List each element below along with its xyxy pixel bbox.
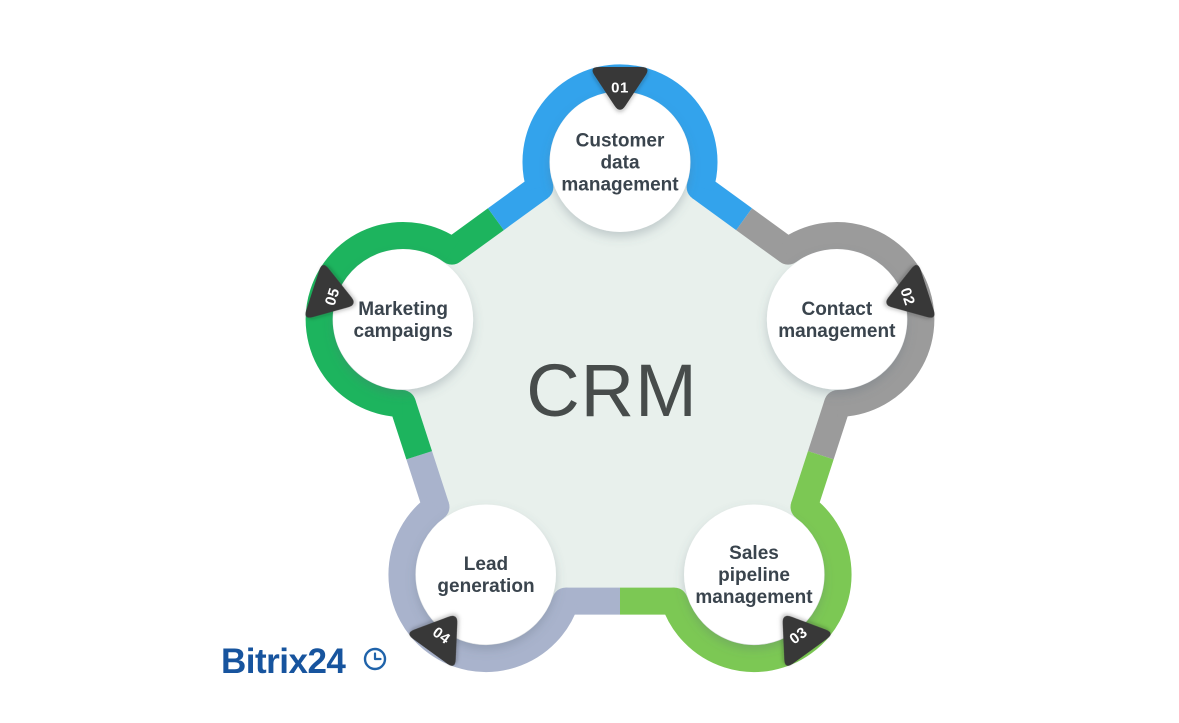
node-label-line: Lead <box>464 554 508 575</box>
badge-shape-05 <box>305 265 354 318</box>
node-label-line: data <box>600 153 640 174</box>
connector-half-04 <box>406 451 449 512</box>
node-label-line: Marketing <box>358 299 448 320</box>
node-circle-04 <box>415 504 556 645</box>
connector-half-01 <box>487 176 548 231</box>
node-label-line: campaigns <box>354 321 453 342</box>
badge-number-05: 05 <box>322 286 344 308</box>
badge-05 <box>305 265 354 318</box>
connector-half-05 <box>389 399 433 460</box>
node-label-line: Sales <box>729 543 779 564</box>
node-label-line: management <box>561 175 679 196</box>
connector-half-03 <box>791 451 834 512</box>
node-label-line: generation <box>437 576 534 597</box>
node-circle-02 <box>766 249 907 390</box>
center-title: CRM <box>526 349 698 432</box>
badge-shape-03 <box>782 615 831 666</box>
pentagon-fill <box>371 129 869 602</box>
clock-icon-face <box>363 647 387 671</box>
text-layer: CRM Bitrix24 <box>221 349 698 681</box>
badge-01 <box>592 67 648 110</box>
badge-04 <box>409 615 458 666</box>
badge-03 <box>782 615 831 666</box>
badge-02 <box>886 265 935 318</box>
clock-icon <box>363 647 387 671</box>
node-circle-03 <box>684 504 825 645</box>
node-label-line: management <box>778 321 896 342</box>
brand-logo: Bitrix24 <box>221 642 387 681</box>
node-circle-01 <box>550 92 690 232</box>
connector-half-01 <box>692 176 753 231</box>
badge-shape-04 <box>409 615 458 666</box>
badge-shape-02 <box>886 265 935 318</box>
connector-half-05 <box>443 208 504 263</box>
badge-number-02: 02 <box>896 286 918 308</box>
badge-number-01: 01 <box>611 80 629 97</box>
clock-icon-hands <box>373 652 382 661</box>
connector-half-02 <box>807 399 851 460</box>
node-label-line: Contact <box>801 299 872 320</box>
connector-half-02 <box>736 208 797 263</box>
node-label-line: pipeline <box>718 565 790 586</box>
badge-shape-01 <box>592 67 648 110</box>
brand-logo-text: Bitrix24 <box>221 642 346 681</box>
node-label-line: management <box>695 587 813 608</box>
node-label-line: Customer <box>576 131 665 152</box>
node-circle-05 <box>333 249 474 390</box>
